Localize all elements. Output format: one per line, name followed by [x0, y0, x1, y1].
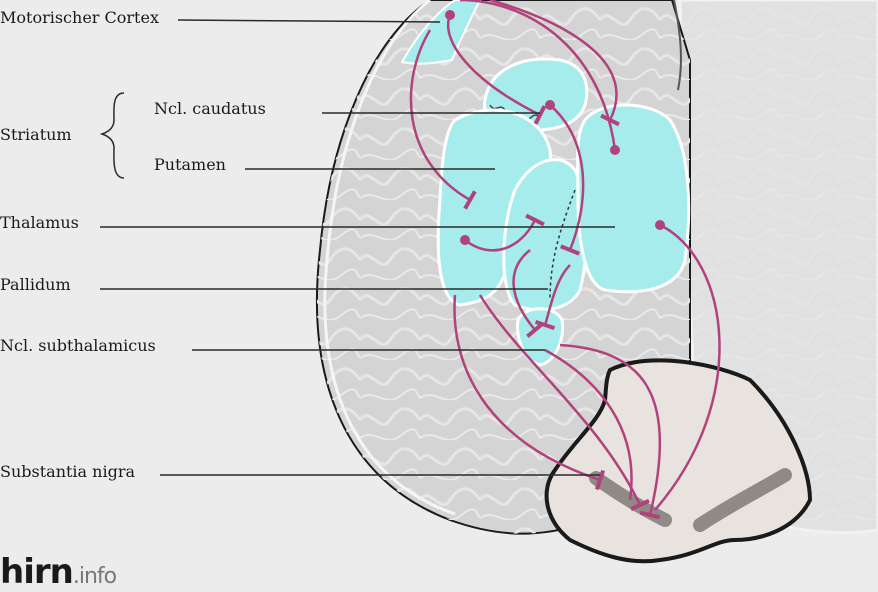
- label-putamen: Putamen: [154, 155, 226, 174]
- thalamus: [578, 105, 689, 292]
- striatum-brace: [102, 93, 124, 178]
- label-motor-cortex: Motorischer Cortex: [0, 8, 159, 27]
- label-substantia-nigra: Substantia nigra: [0, 462, 135, 481]
- label-caudate: Ncl. caudatus: [154, 99, 266, 118]
- label-pallidum: Pallidum: [0, 275, 71, 294]
- label-thalamus: Thalamus: [0, 213, 79, 232]
- label-subthalamic: Ncl. subthalamicus: [0, 336, 156, 355]
- basal-ganglia-diagram: [0, 0, 878, 580]
- logo: hirn.info: [0, 552, 116, 592]
- logo-main: hirn: [0, 552, 73, 592]
- label-striatum: Striatum: [0, 125, 72, 144]
- logo-suffix: .info: [73, 564, 116, 589]
